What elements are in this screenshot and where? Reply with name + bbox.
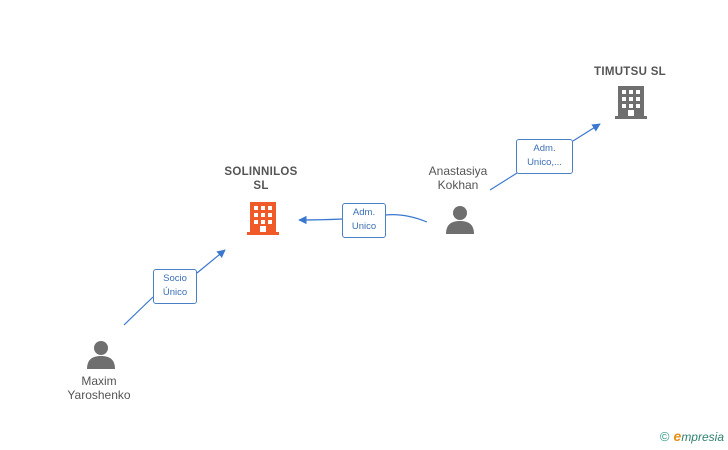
empresia-logo: © empresia [660, 428, 724, 444]
edge-maxim-solinnilos [123, 250, 225, 326]
edge-label-adm-unico-solinnilos[interactable]: Adm. Unico [342, 203, 386, 238]
edge-label-adm-unico-timutsu[interactable]: Adm. Unico,... [516, 139, 573, 174]
person-label-maxim[interactable]: Maxim Yaroshenko [67, 374, 131, 402]
brand-initial: e [673, 428, 682, 444]
building-icon[interactable] [614, 84, 648, 120]
company-label-solinnilos[interactable]: SOLINNILOS SL [224, 166, 298, 192]
brand-name: mpresia [681, 430, 724, 444]
copyright-icon: © [659, 428, 670, 444]
company-label-timutsu[interactable]: TIMUTSU SL [594, 66, 666, 78]
edge-anastasiya-solinnilos [299, 215, 428, 222]
edge-label-socio-unico[interactable]: Socio Único [153, 269, 197, 304]
person-icon[interactable] [444, 203, 476, 235]
building-icon[interactable] [246, 200, 280, 236]
person-icon[interactable] [85, 338, 117, 370]
person-label-anastasiya[interactable]: Anastasiya Kokhan [428, 164, 488, 192]
edge-anastasiya-timutsu [489, 124, 600, 191]
